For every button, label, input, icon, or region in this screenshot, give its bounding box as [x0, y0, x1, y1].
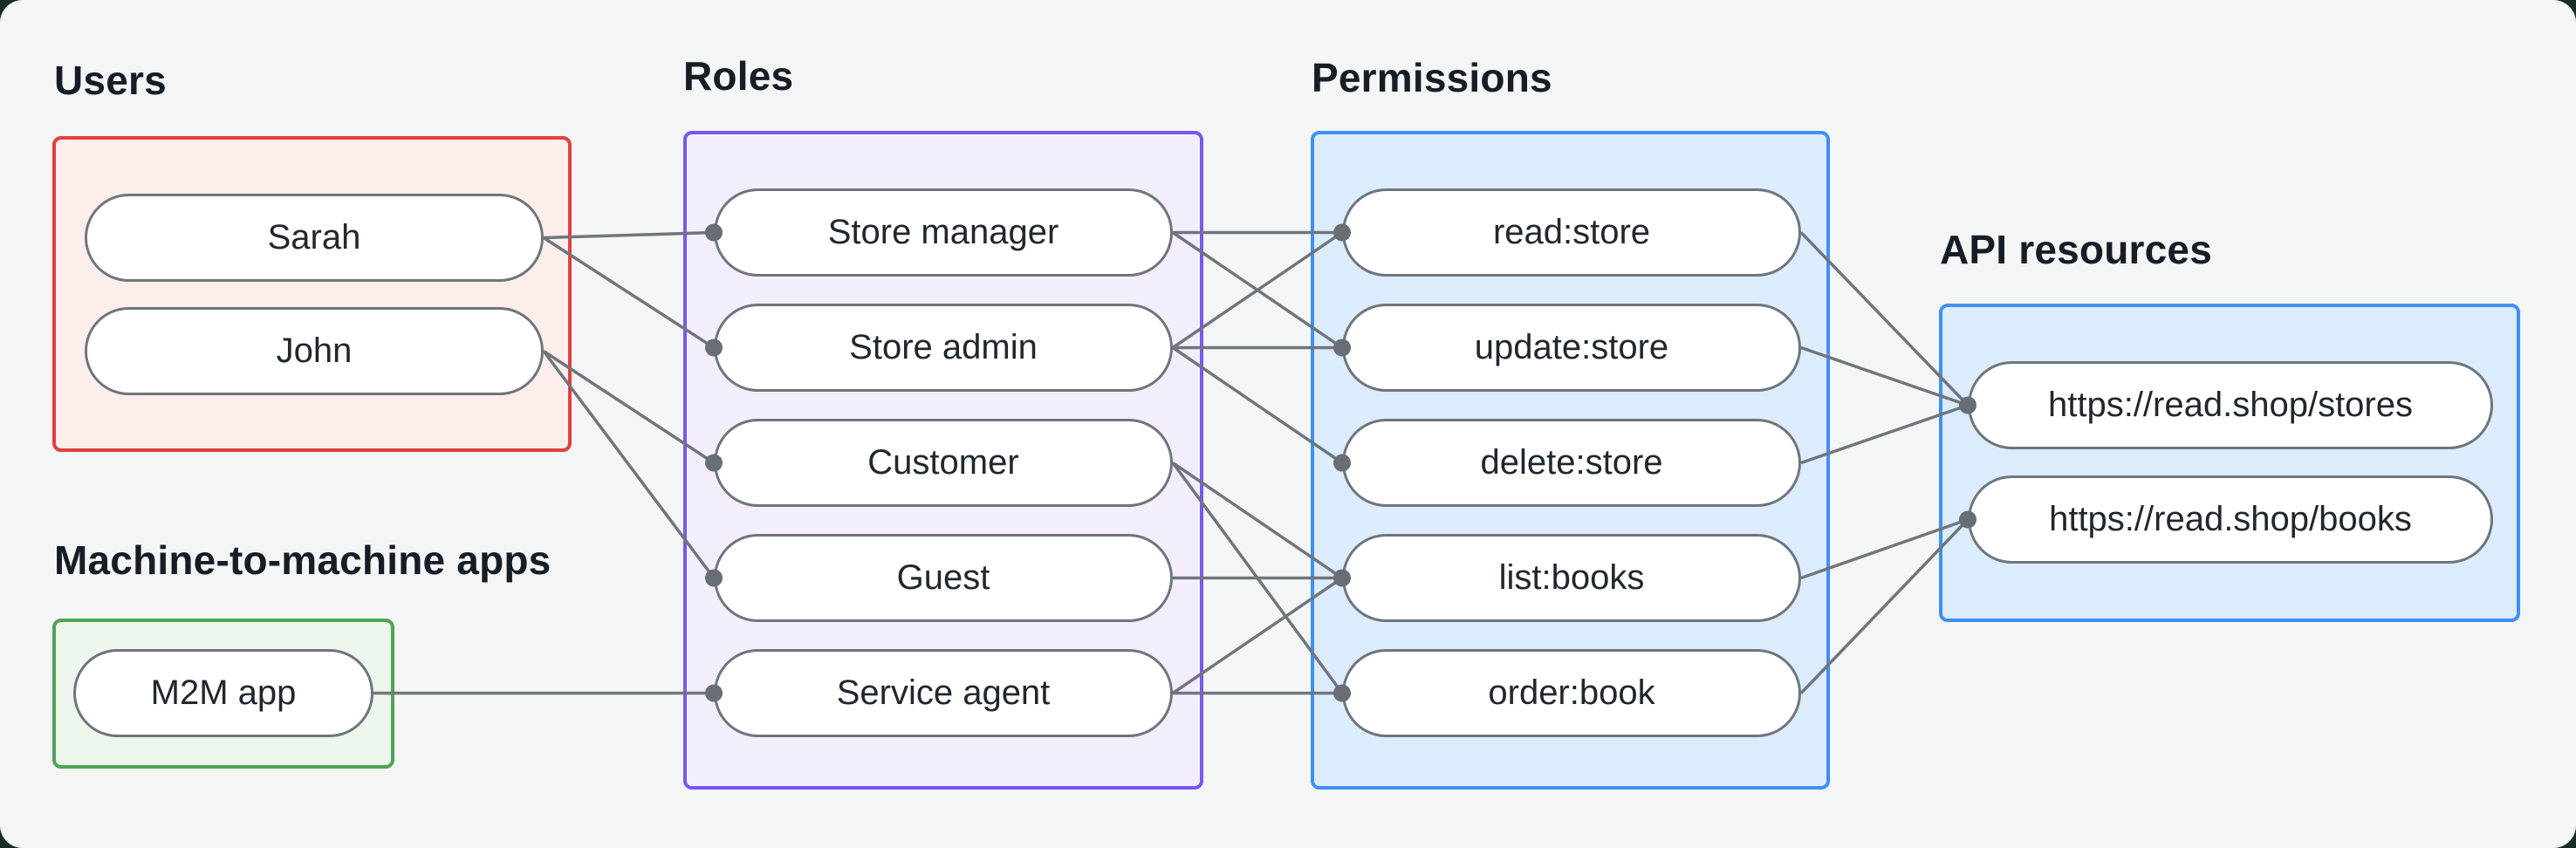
node-order: order:book [1342, 649, 1801, 737]
node-read: read:store [1342, 188, 1801, 277]
node-stores: https://read.shop/stores [1968, 361, 2493, 449]
node-sarah: Sarah [85, 194, 544, 282]
group-label-permissions: Permissions [1312, 55, 1552, 100]
node-service: Service agent [714, 649, 1173, 737]
group-label-m2m: Machine-to-machine apps [54, 537, 552, 583]
node-m2m_app: M2M app [73, 649, 373, 737]
node-manager: Store manager [714, 188, 1173, 277]
group-label-api: API resources [1940, 227, 2212, 272]
node-update: update:store [1342, 304, 1801, 392]
group-box-api [1939, 304, 2520, 622]
node-guest: Guest [714, 534, 1173, 622]
node-customer: Customer [714, 419, 1173, 507]
node-books: https://read.shop/books [1968, 475, 2493, 564]
node-delete: delete:store [1342, 419, 1801, 507]
group-label-users: Users [54, 58, 167, 103]
node-admin: Store admin [714, 304, 1173, 392]
group-label-roles: Roles [683, 53, 794, 99]
node-john: John [85, 307, 544, 395]
node-list: list:books [1342, 534, 1801, 622]
group-box-users [52, 136, 572, 452]
